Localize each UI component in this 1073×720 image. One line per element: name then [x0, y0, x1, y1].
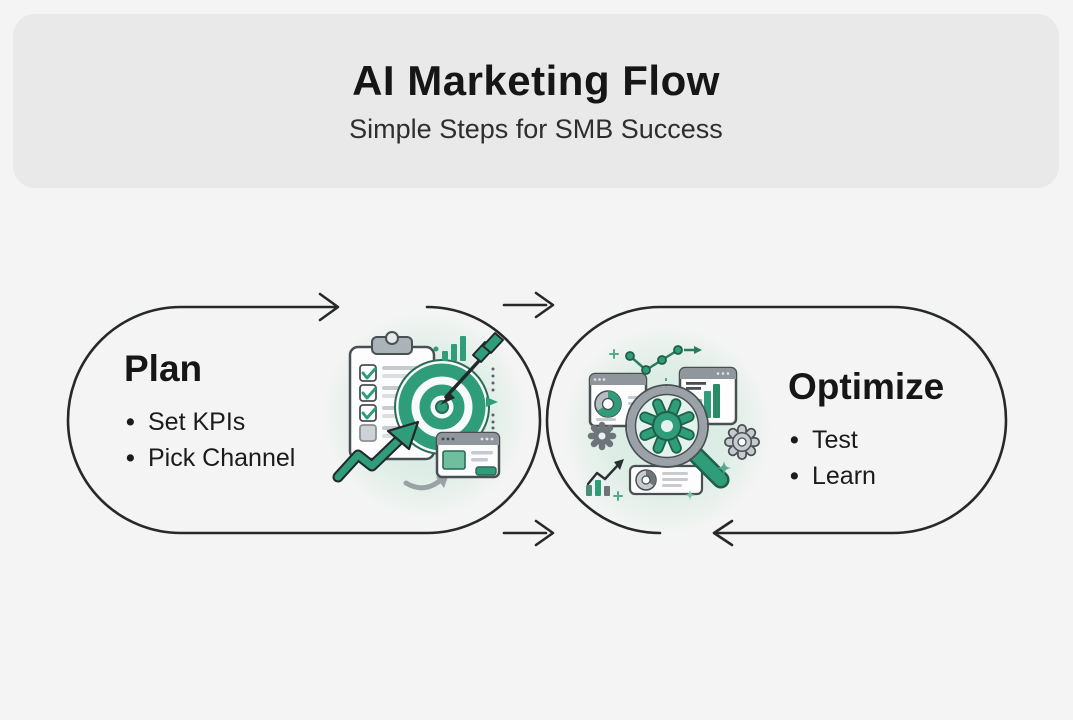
- plan-illustration: [332, 331, 504, 491]
- step-optimize-title: Optimize: [788, 366, 945, 407]
- browser-card-icon: [435, 431, 501, 479]
- bullet-item: Pick Channel: [124, 440, 295, 476]
- bullet-item: Test: [788, 422, 944, 458]
- step-optimize-bullet-list: Test Learn: [788, 422, 944, 494]
- bullet-item: Learn: [788, 458, 944, 494]
- magnifier-gear-icon: [625, 384, 730, 489]
- gear-icon-right: [724, 424, 760, 460]
- mini-trend-bars-icon: [586, 459, 624, 496]
- growth-arrow-icon: [332, 420, 420, 483]
- flow-arrow-top-exit-right: [318, 292, 340, 322]
- step-plan: Plan Set KPIs Pick Channel: [124, 348, 295, 476]
- sparkle-icons: [613, 461, 731, 501]
- report-card-pie-icon: [628, 459, 704, 496]
- page-title: AI Marketing Flow: [352, 56, 720, 104]
- flow-return-arrow-left: [712, 519, 734, 547]
- step-optimize: Optimize Test Learn: [788, 366, 944, 494]
- flow-arrow-bottom-connector-right: [502, 519, 555, 547]
- optimize-illustration: [586, 345, 760, 501]
- gear-icon-left: [587, 421, 617, 451]
- header-box: AI Marketing Flow Simple Steps for SMB S…: [13, 14, 1059, 188]
- page-subtitle: Simple Steps for SMB Success: [349, 113, 723, 144]
- plan-pill-outline: [66, 305, 542, 535]
- optimize-pill-outline: [545, 305, 1008, 535]
- mini-bar-chart-icon: [433, 336, 466, 361]
- step-plan-title: Plan: [124, 348, 203, 389]
- dart-icon: [440, 332, 504, 405]
- step-plan-bullet-list: Set KPIs Pick Channel: [124, 404, 295, 476]
- bullet-item: Set KPIs: [124, 404, 295, 440]
- dotted-path-arrow-icon: [486, 367, 498, 430]
- sparkle-icon: [609, 349, 619, 359]
- flow-arrow-top-connector-right: [502, 291, 555, 319]
